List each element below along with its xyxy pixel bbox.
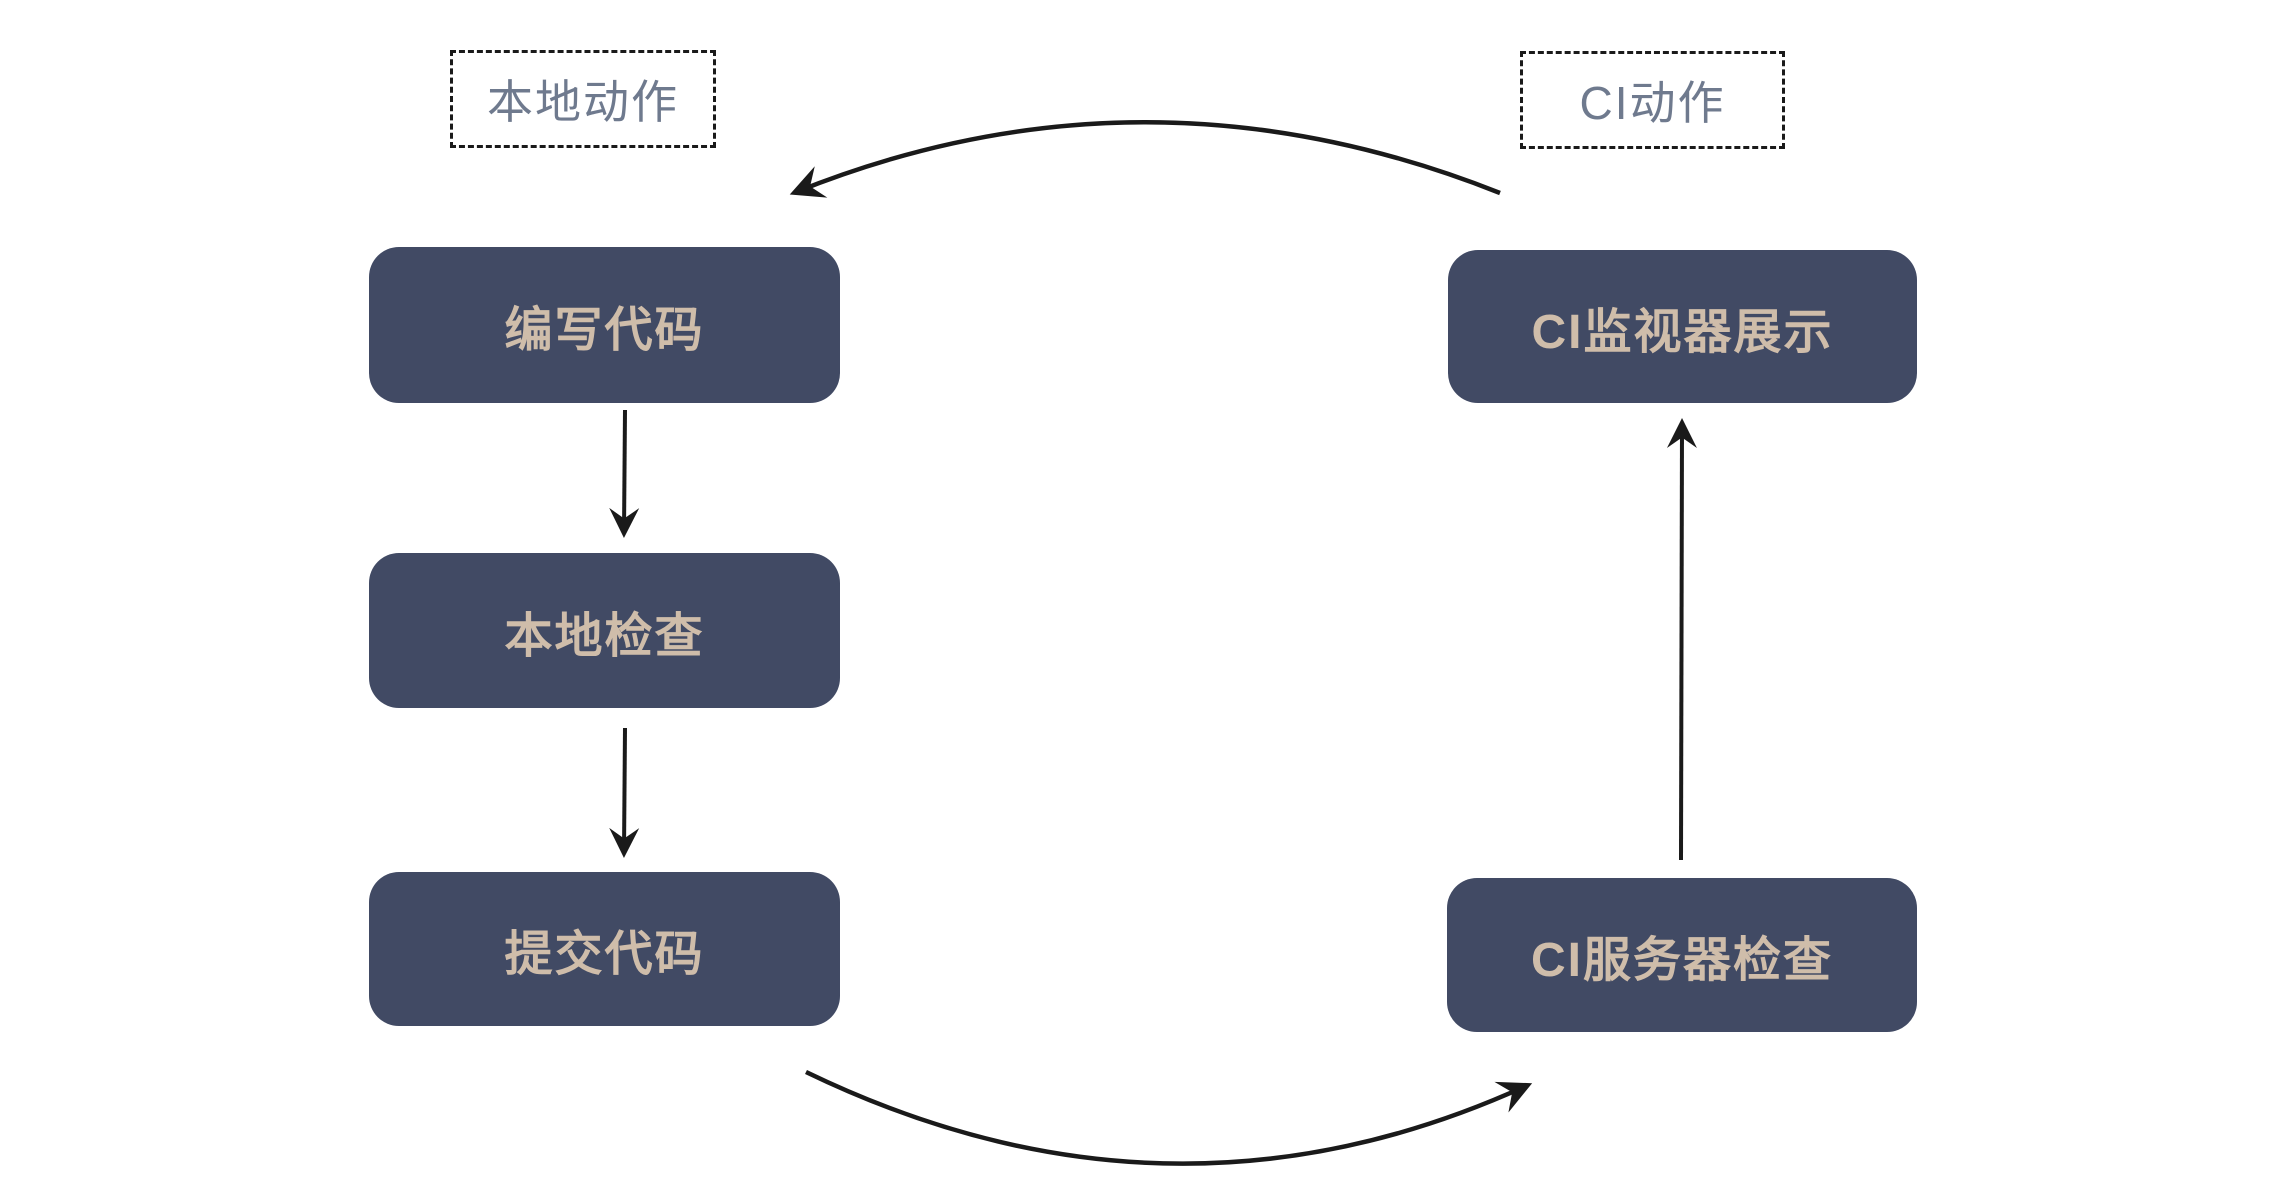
edge-top-arc (789, 120, 1501, 198)
edge-write-to-check (609, 409, 640, 538)
node-local-check: 本地检查 (369, 553, 840, 708)
node-local-check-text: 本地检查 (504, 609, 705, 663)
group-label-local-actions: 本地动作 (450, 50, 716, 148)
node-ci-server-check: CI服务器检查 (1447, 878, 1917, 1032)
node-ci-server-check-text: CI服务器检查 (1530, 934, 1833, 987)
node-write-code-text: 编写代码 (504, 304, 705, 357)
group-label-ci-actions: CI动作 (1520, 51, 1785, 149)
node-write-code: 编写代码 (369, 247, 840, 403)
edge-check-to-commit (609, 727, 640, 858)
node-ci-monitor-show: CI监视器展示 (1448, 250, 1917, 403)
group-label-local-actions-text: 本地动作 (487, 76, 679, 128)
node-ci-monitor-show-text: CI监视器展示 (1531, 305, 1834, 359)
node-commit-code-text: 提交代码 (504, 928, 705, 981)
edge-bottom-arc (805, 1069, 1533, 1166)
node-commit-code: 提交代码 (369, 872, 840, 1026)
edge-server-to-monitor (1666, 418, 1697, 861)
group-label-ci-actions-text: CI动作 (1579, 77, 1726, 129)
